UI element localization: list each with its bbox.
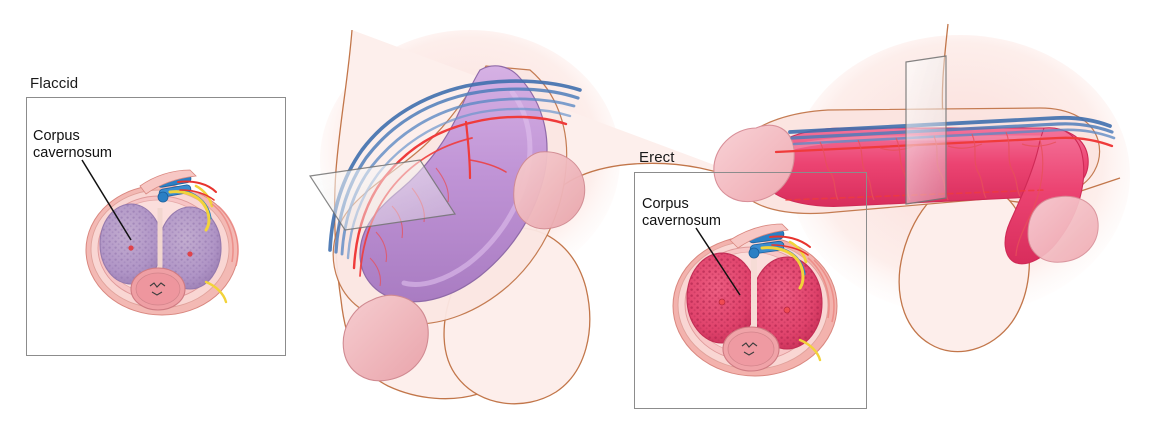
urethra-lumen-flaccid	[149, 282, 166, 296]
flaccid-inset-box	[26, 97, 286, 356]
skin-flap-erect	[729, 223, 789, 249]
lateral-fascia-flaccid	[211, 203, 239, 267]
glans-secondary-erect	[1027, 195, 1099, 263]
skin-flap-flaccid	[139, 169, 197, 195]
erect-corpus-cavernosum-label: Corpus cavernosum	[642, 196, 721, 229]
circumflex-vein-erect	[748, 247, 760, 259]
callout-leader-erect	[695, 227, 741, 296]
right-corpus-cavernosum-erect	[752, 257, 822, 349]
left-corpus-cavernosum-flaccid	[100, 204, 162, 284]
ventral-nerve-erect	[798, 338, 822, 362]
ventral-nerve-flaccid	[204, 280, 228, 304]
flaccid-corpus-cavernosum-label: Corpus cavernosum	[33, 128, 112, 161]
erect-state-label: Erect	[639, 149, 675, 166]
flaccid-state-label: Flaccid	[30, 75, 79, 92]
left-cavernosal-artery-flaccid	[128, 245, 134, 251]
neurovascular-bundle-flaccid	[139, 169, 217, 232]
urethra-lumen-erect	[741, 342, 758, 356]
erect-organ-illustration	[713, 23, 1130, 353]
dorsal-nerve-erect	[760, 246, 805, 290]
right-corpus-cavernosum-flaccid	[159, 207, 221, 289]
dorsal-vein-bundle-erect	[788, 115, 1116, 146]
flaccid-cross-section	[81, 159, 239, 316]
dorsal-nerve-flaccid	[168, 190, 211, 232]
spongiosum-inner-erect	[727, 331, 775, 367]
right-cavernosal-artery-erect	[783, 306, 791, 314]
dorsal-artery-2-flaccid-cs	[179, 189, 215, 201]
dorsal-artery-flaccid-cs	[177, 180, 217, 193]
glans-secondary-flaccid	[513, 151, 586, 230]
neurovascular-bundle-erect	[729, 223, 811, 290]
cutting-plane-flaccid	[308, 159, 457, 231]
glans-flaccid	[342, 294, 429, 382]
dorsal-artery-erect-cs	[769, 235, 811, 248]
cutting-plane-erect	[905, 55, 947, 205]
erect-inset-box	[634, 172, 867, 409]
right-cavernosal-artery-flaccid	[187, 251, 193, 257]
callout-leader-flaccid	[81, 159, 132, 241]
left-cavernosal-artery-erect	[718, 298, 726, 306]
erect-cross-section	[672, 223, 838, 377]
spongiosum-inner-flaccid	[135, 272, 181, 306]
circumflex-vein-flaccid	[157, 191, 169, 203]
shaft-highlight-flaccid	[401, 89, 533, 287]
flaccid-organ-illustration	[308, 29, 761, 405]
lateral-fascia-erect	[807, 257, 835, 323]
dorsal-artery-2-erect-cs	[771, 244, 809, 256]
